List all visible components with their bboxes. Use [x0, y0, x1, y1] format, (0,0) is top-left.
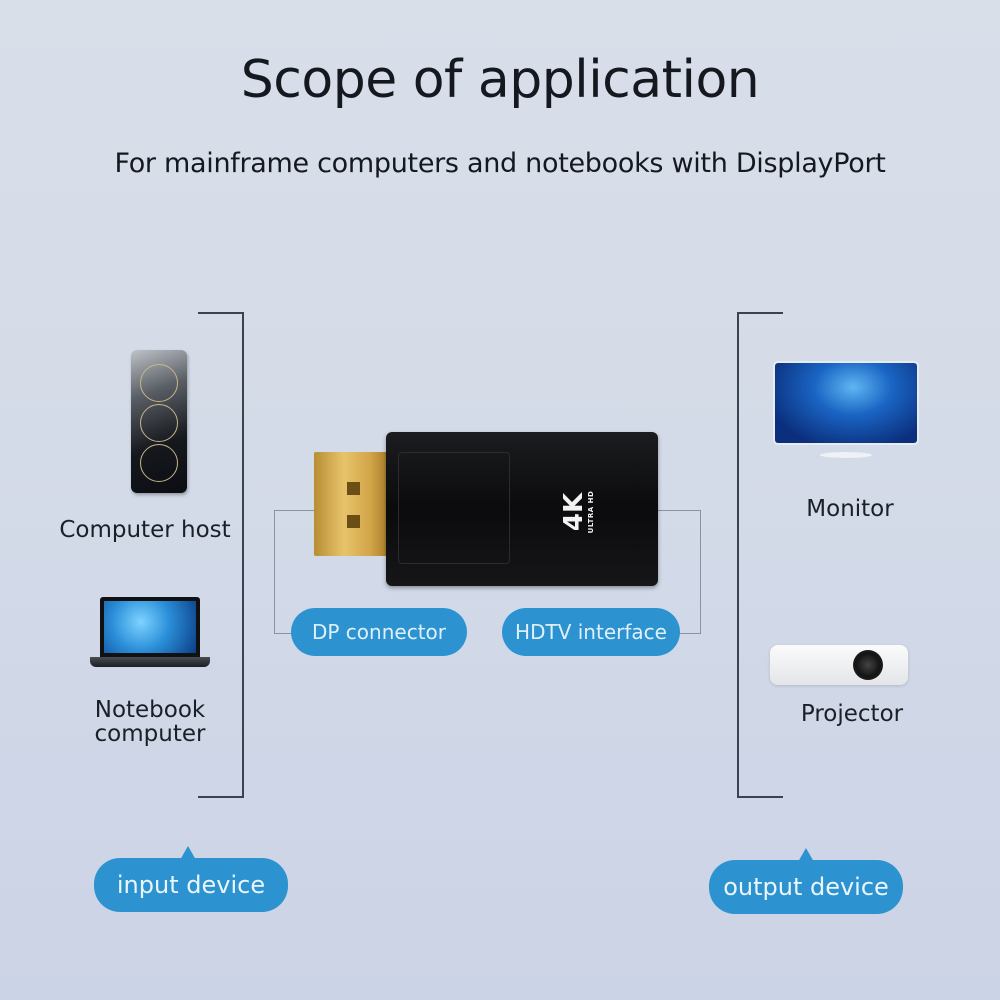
monitor-icon [775, 363, 917, 443]
fan-ring-icon [140, 444, 178, 482]
projector-icon [770, 645, 908, 685]
input-device-badge: input device [94, 846, 288, 912]
output-group-bracket [737, 312, 783, 798]
output-device-badge: output device [709, 848, 903, 914]
displayport-plug [314, 452, 388, 556]
monitor-stand [820, 452, 872, 458]
laptop-icon [100, 597, 200, 657]
monitor-label: Monitor [806, 496, 894, 522]
desktop-tower-icon [131, 350, 187, 493]
bubble-tail [180, 846, 196, 860]
computer-host-label: Computer host [59, 517, 231, 543]
page-title: Scope of application [240, 50, 760, 110]
fan-ring-icon [140, 364, 178, 402]
hdtv-interface-label: HDTV interface [502, 608, 680, 656]
projector-lens [853, 650, 883, 680]
input-group-bracket [198, 312, 244, 798]
page-subtitle: For mainframe computers and notebooks wi… [114, 148, 886, 179]
hdmi-adapter-body: 4K ULTRA HD [386, 432, 658, 586]
4k-ultra-hd-logo: 4K ULTRA HD [559, 490, 595, 534]
notebook-computer-label: Notebook computer [94, 697, 206, 747]
adapter-recess [398, 452, 510, 564]
fan-ring-icon [140, 404, 178, 442]
bubble-tail [798, 848, 814, 862]
projector-label: Projector [800, 701, 904, 727]
dp-connector-label: DP connector [291, 608, 467, 656]
laptop-base [90, 657, 210, 667]
